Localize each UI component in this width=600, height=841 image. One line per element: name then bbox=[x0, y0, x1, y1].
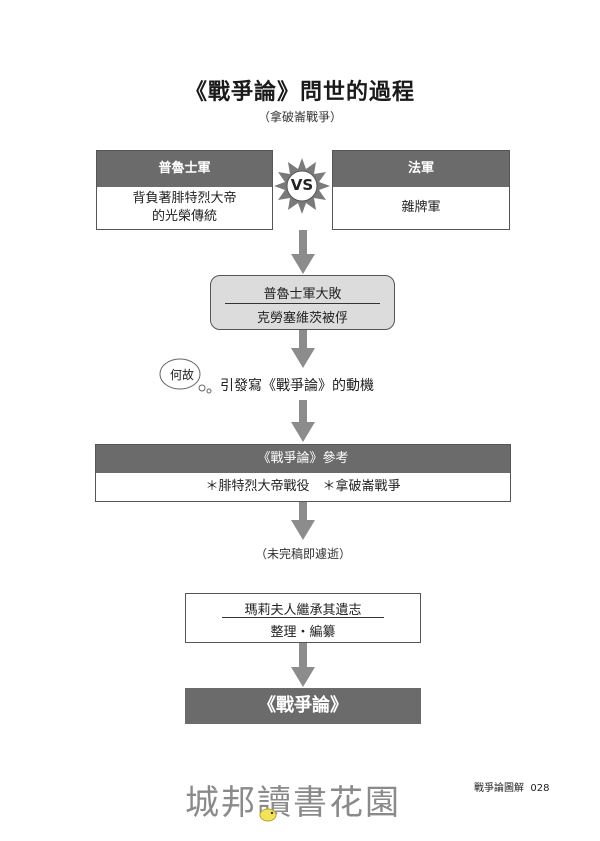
bird-logo-icon bbox=[259, 808, 277, 822]
france-head: 法軍 bbox=[333, 151, 509, 187]
arrow-down-icon bbox=[291, 502, 315, 540]
prussia-box: 普魯士軍 背負著腓特烈大帝 的光榮傳統 bbox=[96, 150, 273, 230]
prussia-head: 普魯士軍 bbox=[97, 151, 272, 187]
france-body: 雜牌軍 bbox=[401, 200, 441, 215]
defeat-line2: 克勞塞維茨被俘 bbox=[256, 311, 348, 326]
footer-book-label: 戰爭論圖解 028 bbox=[474, 779, 549, 794]
final-box: 《戰爭論》 bbox=[185, 688, 421, 724]
prussia-body-line2: 的光榮傳統 bbox=[151, 209, 217, 224]
unfinished-note: （未完稿即遽逝） bbox=[254, 547, 351, 561]
arrow-down-icon bbox=[291, 330, 315, 368]
brand-right: 讀書花園 bbox=[257, 783, 401, 823]
page-title: 《戰爭論》問世的過程 bbox=[184, 80, 415, 105]
arrow-down-icon bbox=[291, 643, 315, 687]
brand-left: 城邦 bbox=[185, 783, 257, 823]
arrow-down-icon bbox=[291, 400, 315, 442]
arrow-down-icon bbox=[291, 230, 315, 274]
vs-label: VS bbox=[290, 176, 314, 194]
defeat-divider bbox=[225, 303, 380, 304]
defeat-line1: 普魯士軍大敗 bbox=[263, 287, 342, 302]
marie-box: 瑪莉夫人繼承其遺志 整理・編纂 bbox=[185, 593, 421, 643]
marie-divider bbox=[222, 617, 384, 618]
reference-head: 《戰爭論》參考 bbox=[96, 445, 510, 473]
defeat-box: 普魯士軍大敗 克勞塞維茨被俘 bbox=[210, 275, 395, 330]
reason-text: 引發寫《戰爭論》的動機 bbox=[220, 378, 374, 394]
page-subtitle: （拿破崙戰爭） bbox=[257, 110, 342, 124]
footer-brand: 城邦讀書花園 bbox=[185, 775, 425, 823]
reason-bubble-text: 何故 bbox=[169, 368, 194, 382]
reference-body: ＊腓特烈大帝戰役 ＊拿破崙戰爭 bbox=[205, 479, 401, 494]
prussia-body-line1: 背負著腓特烈大帝 bbox=[132, 191, 237, 206]
france-box: 法軍 雜牌軍 bbox=[332, 150, 510, 230]
thought-bubble-icon bbox=[158, 356, 218, 396]
marie-line1: 瑪莉夫人繼承其遺志 bbox=[244, 603, 362, 618]
footer-book-title: 戰爭論圖解 bbox=[474, 783, 524, 794]
reference-box: 《戰爭論》參考 ＊腓特烈大帝戰役 ＊拿破崙戰爭 bbox=[95, 444, 511, 502]
page-number: 028 bbox=[530, 783, 550, 794]
marie-line2: 整理・編纂 bbox=[270, 625, 336, 640]
vs-starburst-icon bbox=[274, 158, 330, 214]
prussia-body: 背負著腓特烈大帝 的光榮傳統 bbox=[97, 187, 272, 226]
vs-badge: VS bbox=[273, 157, 331, 215]
